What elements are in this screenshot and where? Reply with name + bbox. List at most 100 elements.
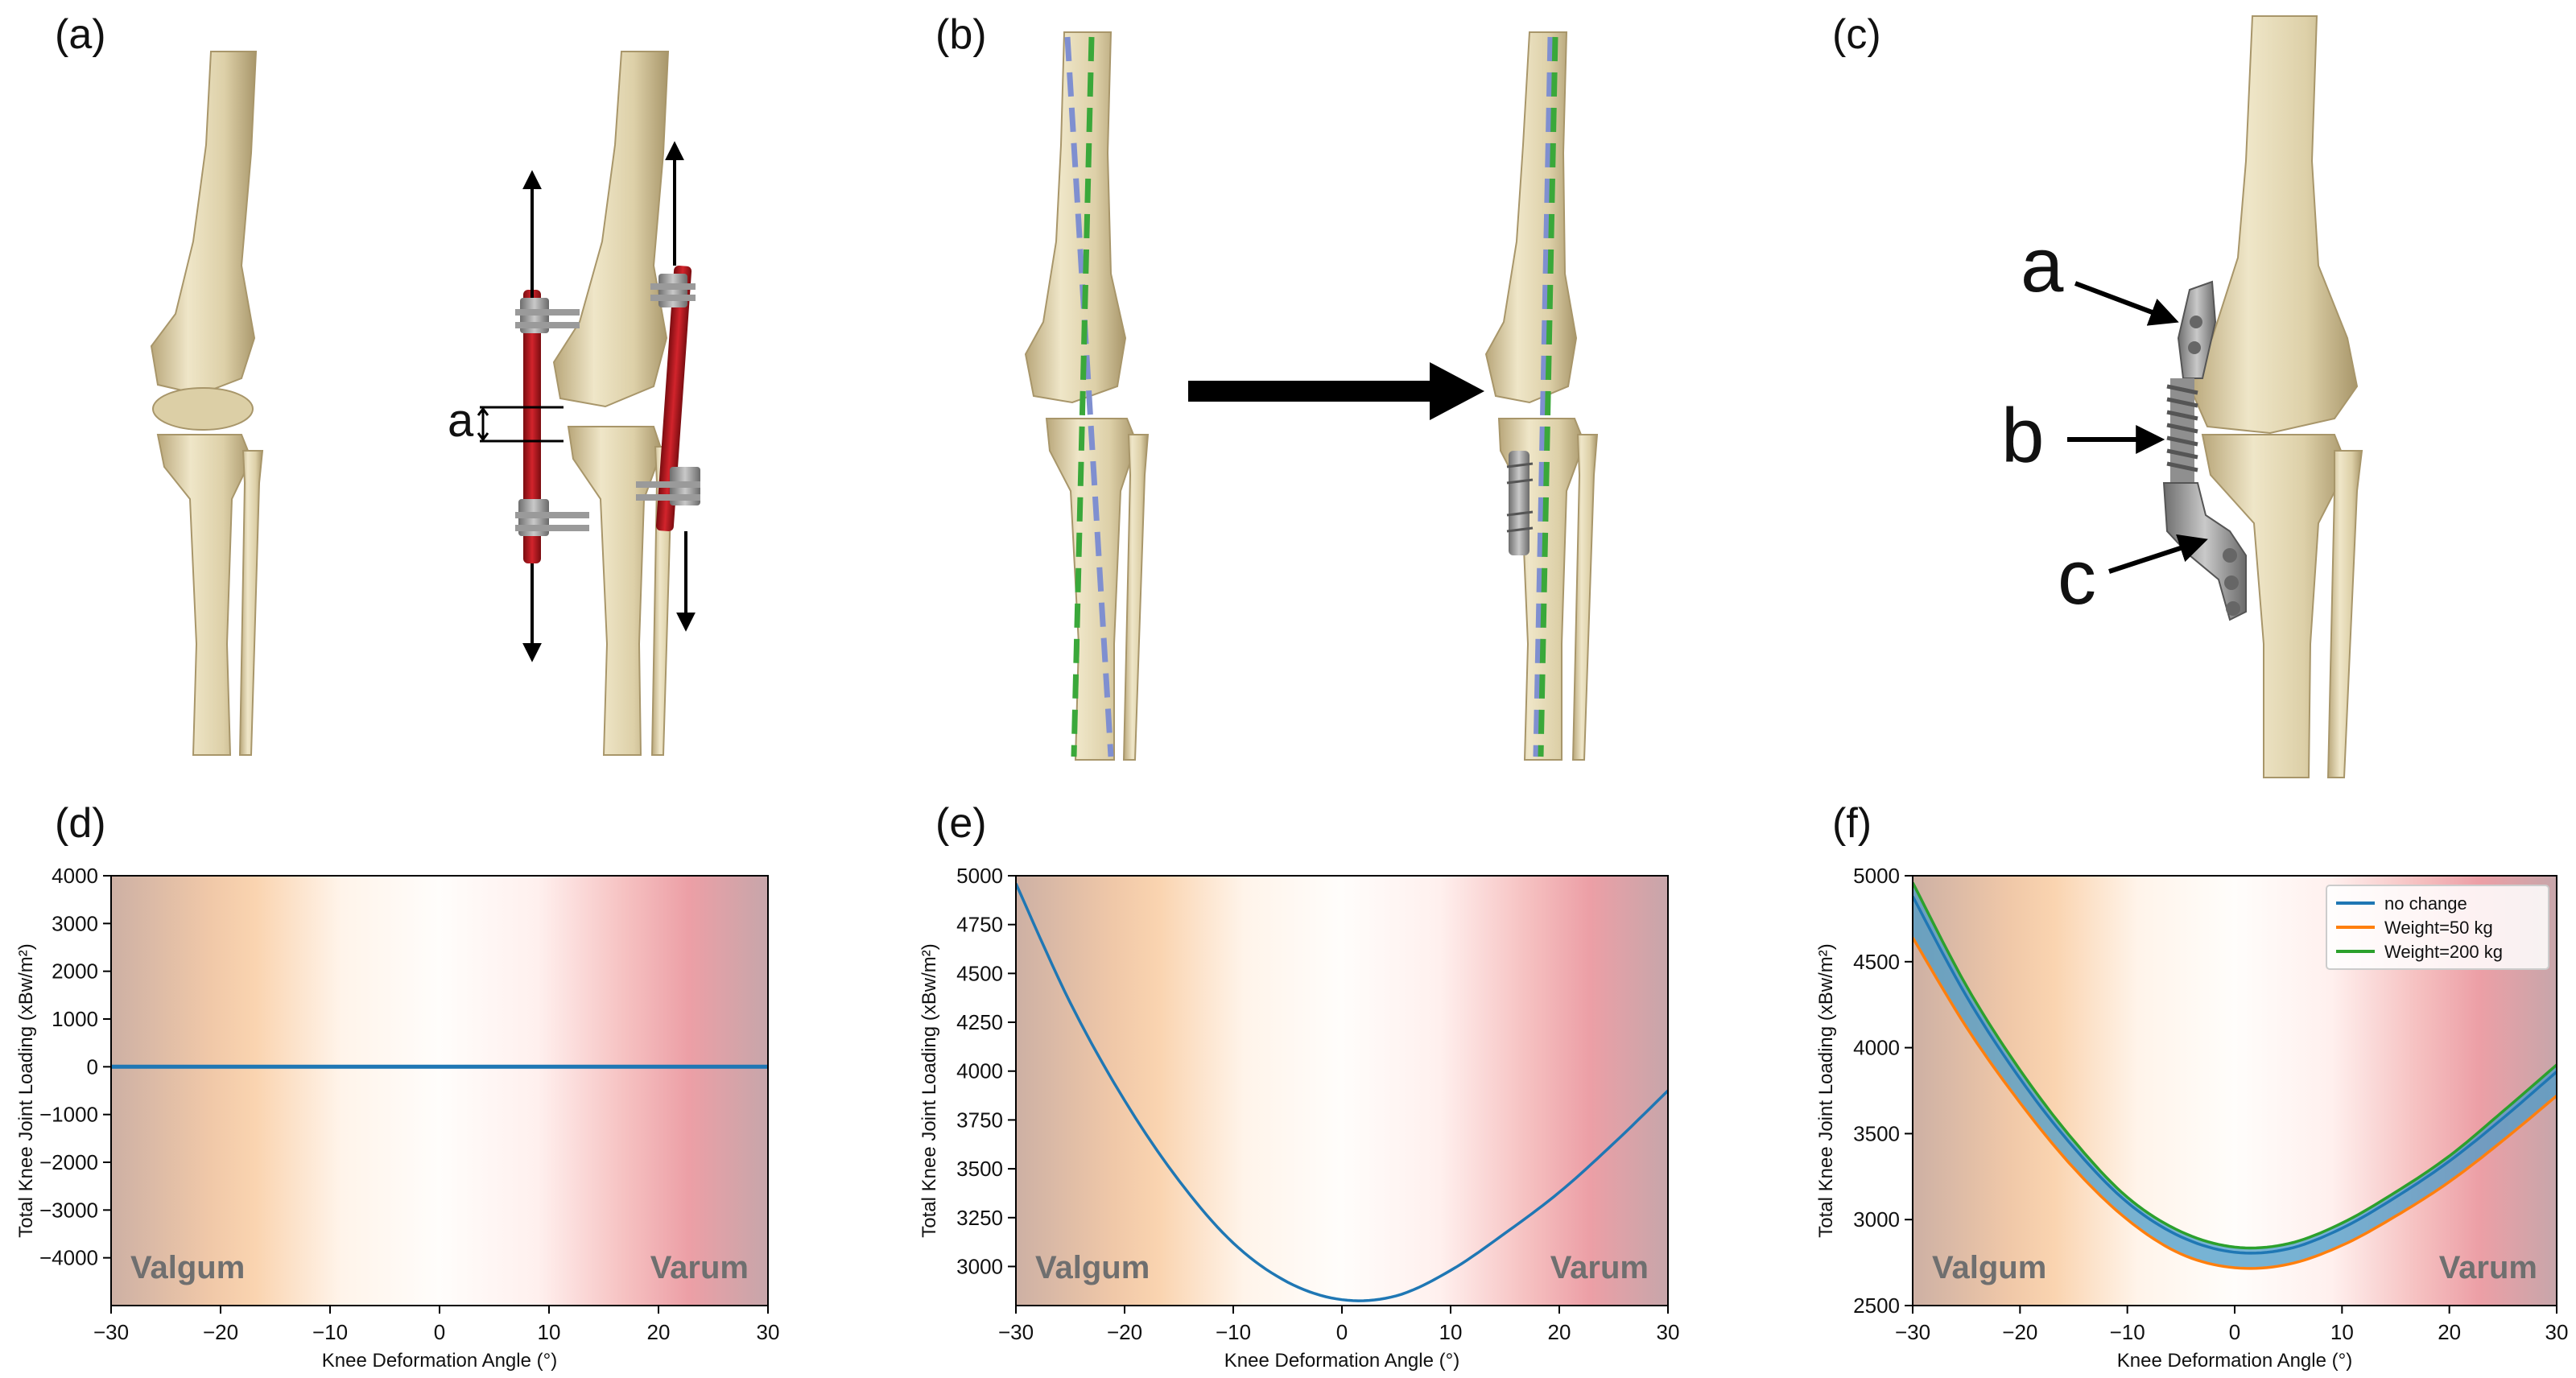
alignment-target-line [1071, 36, 1095, 757]
clamp-upper-left [515, 298, 580, 333]
leg-normal [150, 51, 264, 756]
series-line-no-change [1913, 895, 2557, 1255]
y-axis-label: Total Knee Joint Loading (xBw/m²) [15, 943, 37, 1238]
leg-fixator: a [448, 51, 700, 756]
leg-after-correction [1484, 31, 1599, 761]
panel-e: (e) Valgum Varum −30 −20 −10 0 10 20 30 3000 3250 3… [919, 800, 1679, 1372]
clamp-lower-right [636, 467, 700, 505]
zone-label-varum: Varum [1550, 1250, 1649, 1285]
mechanical-axis-line [1064, 36, 1114, 757]
plot-background [1016, 876, 1668, 1306]
y-tick-label: 4500 [1853, 950, 1900, 974]
fixator-rod-left [523, 290, 541, 563]
y-tick-label: 2000 [52, 959, 98, 984]
alignment-target-line [1538, 36, 1558, 757]
x-tick-label: −20 [1107, 1320, 1142, 1344]
x-tick-label: 10 [2330, 1320, 2354, 1344]
legend-label: Weight=50 kg [2384, 918, 2493, 938]
tibia [156, 434, 253, 756]
panel-f-label: (f) [1832, 800, 1872, 847]
y-tick-label: 3000 [52, 911, 98, 935]
series-line-weight-50-kg [1913, 937, 2557, 1270]
y-tick-label: 3500 [956, 1157, 1003, 1181]
zone-label-valgum: Valgum [1035, 1250, 1150, 1285]
y-tick-label: −4000 [39, 1246, 98, 1270]
panel-b: (b) [935, 11, 1599, 761]
plot-background [111, 876, 768, 1306]
x-tick-label: 30 [757, 1320, 780, 1344]
panel-c: (c) a b c [1832, 11, 2363, 778]
callout-c-arrow [2108, 534, 2208, 574]
femur [150, 51, 258, 396]
leg-with-implant [2162, 15, 2363, 778]
x-tick-label: −30 [1895, 1320, 1930, 1344]
x-tick-label: 10 [1439, 1320, 1463, 1344]
x-tick-label: −30 [93, 1320, 129, 1344]
panel-b-label: (b) [935, 11, 987, 58]
x-tick-label: −10 [1216, 1320, 1251, 1344]
y-tick-label: 0 [87, 1054, 98, 1079]
knee-joint [152, 387, 254, 431]
fibula [1571, 434, 1599, 761]
y-tick-label: 3000 [1853, 1207, 1900, 1232]
x-tick-label: 0 [434, 1320, 445, 1344]
callout-c-label: c [2058, 534, 2096, 621]
legend-box [2326, 885, 2549, 970]
zone-label-valgum: Valgum [130, 1250, 245, 1285]
y-tick-label: 4000 [52, 864, 98, 888]
x-axis-label: Knee Deformation Angle (°) [322, 1350, 557, 1372]
y-tick-label: −1000 [39, 1103, 98, 1127]
fibula [2326, 450, 2363, 778]
callout-a-arrow [2074, 281, 2179, 326]
implant-spring [2166, 378, 2198, 483]
y-tick-label: 4750 [956, 913, 1003, 937]
y-tick-label: 4500 [956, 961, 1003, 985]
femur [1484, 31, 1578, 404]
mechanical-axis-line [1533, 36, 1554, 757]
osteotomy-plate [1506, 451, 1534, 555]
zone-label-varum: Varum [2439, 1250, 2537, 1285]
y-tick-label: 3000 [956, 1254, 1003, 1278]
x-axis-label: Knee Deformation Angle (°) [1224, 1350, 1459, 1372]
clamp-upper-right [650, 274, 696, 307]
y-tick-label: 3500 [1853, 1121, 1900, 1145]
series-line-weight-200-kg [1913, 881, 2557, 1250]
legend-label: Weight=200 kg [2384, 942, 2503, 962]
fixator-rod-right [655, 266, 692, 531]
y-tick-label: −2000 [39, 1150, 98, 1174]
zone-label-valgum: Valgum [1932, 1250, 2046, 1285]
x-tick-label: 20 [647, 1320, 671, 1344]
panel-e-label: (e) [935, 800, 987, 847]
x-tick-label: 0 [2229, 1320, 2240, 1344]
panel-a: (a) [55, 11, 700, 756]
gap-label: a [448, 394, 474, 447]
x-tick-label: 20 [2438, 1320, 2461, 1344]
panel-a-label: (a) [55, 11, 106, 58]
series-line [1016, 882, 1668, 1302]
x-tick-label: 30 [1657, 1320, 1680, 1344]
x-tick-label: 30 [2545, 1320, 2569, 1344]
zone-label-varum: Varum [650, 1250, 749, 1285]
panel-c-label: (c) [1832, 11, 1881, 58]
callout-a-label: a [2021, 222, 2064, 308]
gap-indicator [477, 406, 564, 443]
y-tick-label: 4000 [956, 1059, 1003, 1083]
y-tick-label: 3250 [956, 1206, 1003, 1230]
x-tick-label: −30 [998, 1320, 1034, 1344]
x-tick-label: 0 [1336, 1320, 1348, 1344]
y-tick-label: 4000 [1853, 1036, 1900, 1060]
x-tick-label: −20 [2002, 1320, 2037, 1344]
clamp-lower-left [515, 499, 589, 536]
y-tick-label: 2500 [1853, 1293, 1900, 1318]
plot-area [1016, 882, 1668, 1302]
y-tick-label: −3000 [39, 1198, 98, 1222]
x-tick-label: 20 [1548, 1320, 1571, 1344]
panel-d-label: (d) [55, 800, 106, 847]
femur [552, 51, 670, 408]
